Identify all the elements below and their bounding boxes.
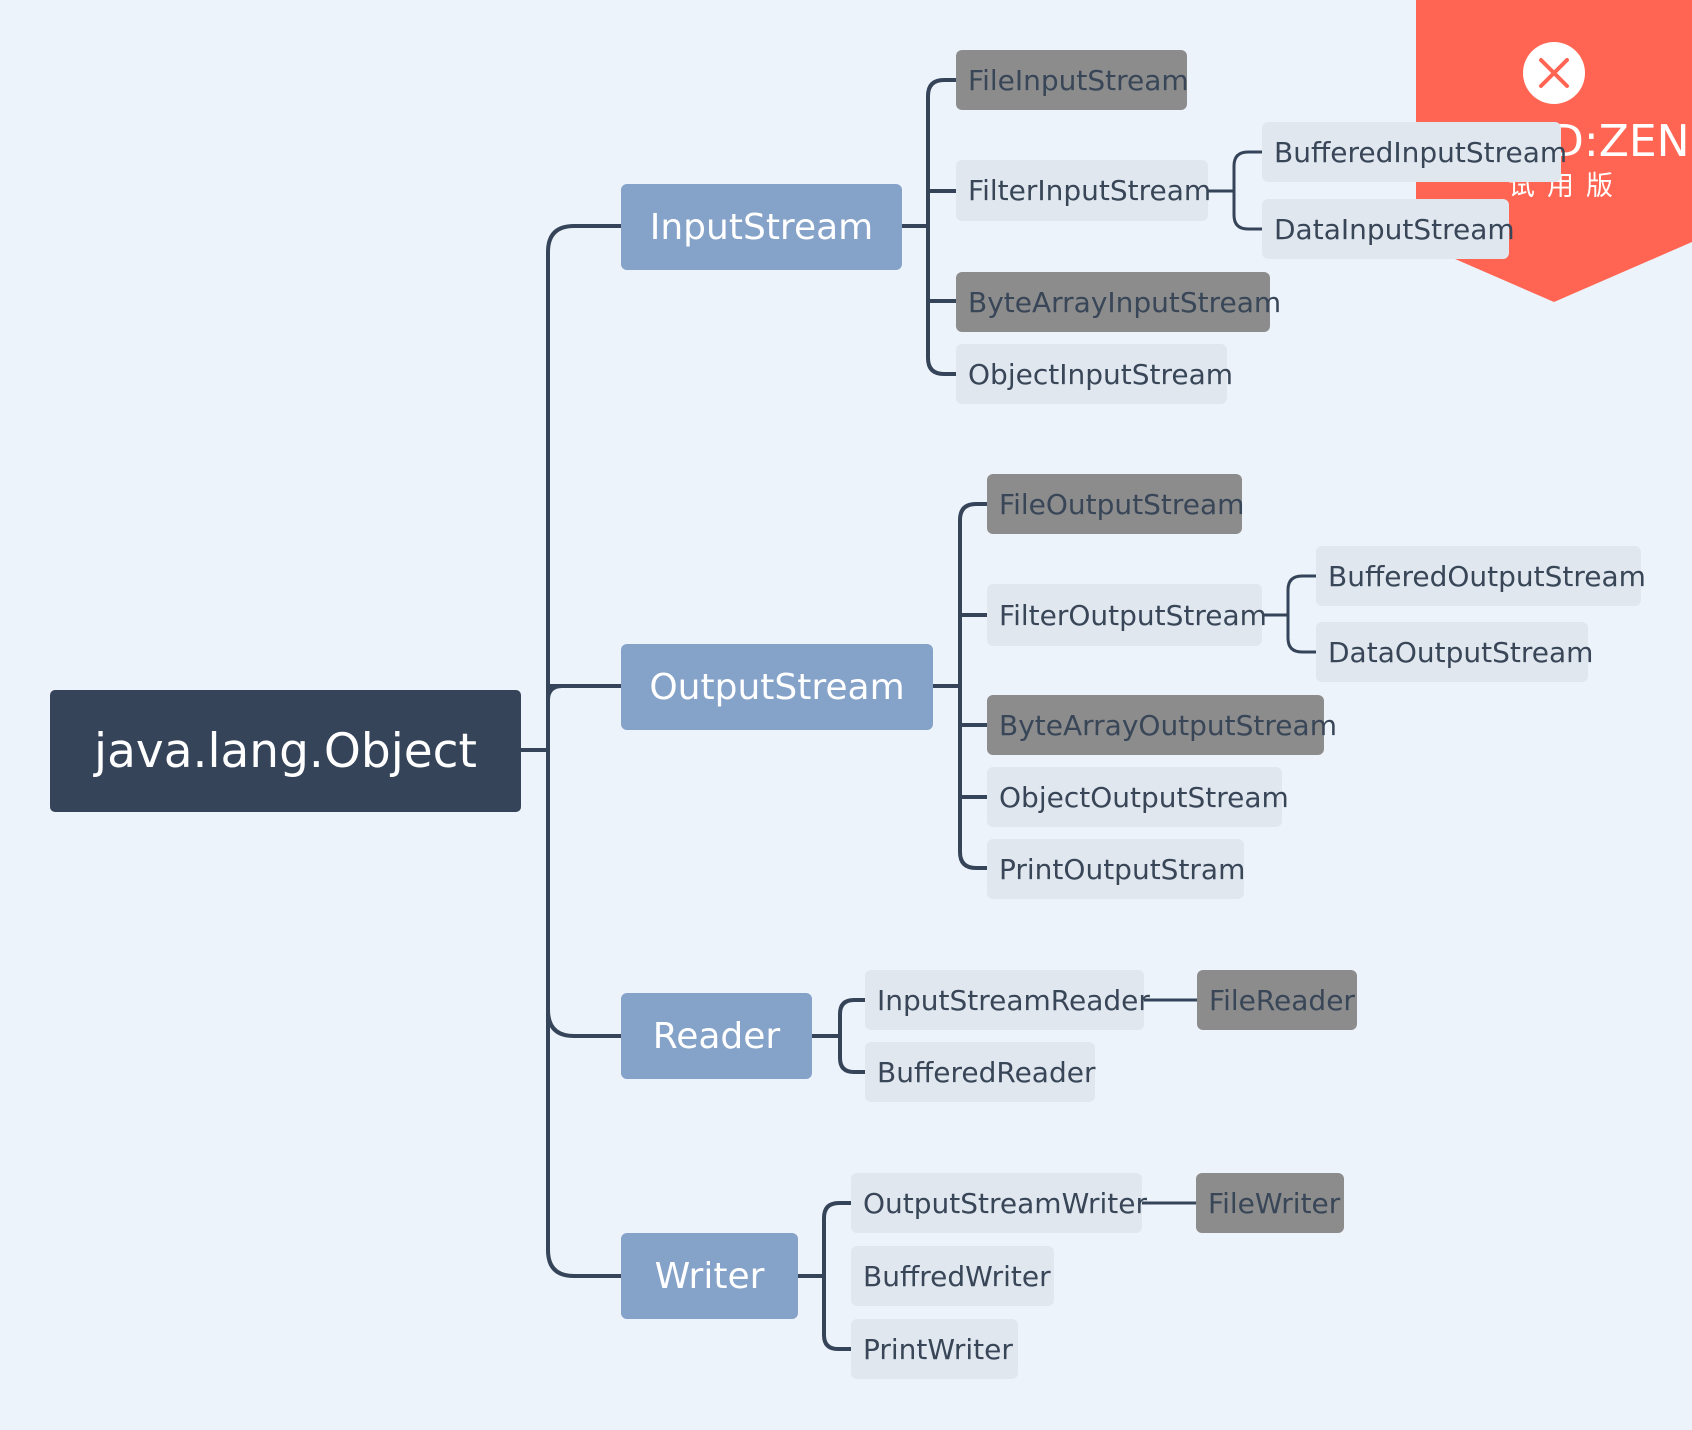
topic-writer-label: Writer [654, 1255, 765, 1297]
subtopic-buffredwriter[interactable]: BuffredWriter [851, 1246, 1054, 1306]
root-topic[interactable]: java.lang.Object [50, 690, 521, 812]
connector-filteroutputstream [1262, 574, 1316, 654]
watermark-brand-text: D:ZEN [1550, 116, 1690, 167]
topic-inputstream[interactable]: InputStream [621, 184, 902, 270]
connector-filterinputstream [1208, 150, 1262, 231]
subtopic-label: FileOutputStream [999, 487, 1245, 521]
subtopic-bytearrayinputstream[interactable]: ByteArrayInputStream [956, 272, 1281, 332]
subtopic-label: InputStreamReader [877, 983, 1150, 1017]
subtopic-bufferedinputstream[interactable]: BufferedInputStream [1262, 122, 1567, 182]
subtopic-objectinputstream[interactable]: ObjectInputStream [956, 344, 1233, 404]
connector-reader [812, 998, 865, 1074]
connector-writer [797, 1201, 851, 1351]
subtopic-bytearrayoutputstream[interactable]: ByteArrayOutputStream [987, 695, 1337, 755]
close-icon [1539, 58, 1569, 88]
root-topic-label: java.lang.Object [94, 723, 477, 779]
subtopic-label: PrintWriter [863, 1332, 1013, 1366]
subtopic-label: FilterOutputStream [999, 598, 1267, 632]
subtopic-fileinputstream[interactable]: FileInputStream [956, 50, 1189, 110]
topic-reader-label: Reader [652, 1015, 781, 1057]
subtopic-filereader[interactable]: FileReader [1197, 970, 1357, 1030]
subtopic-label: ObjectInputStream [968, 357, 1234, 391]
subtopic-label: FilterInputStream [968, 174, 1212, 207]
subtopic-outputstreamwriter[interactable]: OutputStreamWriter [851, 1173, 1147, 1233]
topic-inputstream-label: InputStream [649, 206, 874, 248]
subtopic-bufferedreader[interactable]: BufferedReader [865, 1042, 1095, 1102]
subtopic-label: BuffredWriter [863, 1259, 1051, 1293]
subtopic-inputstreamreader[interactable]: InputStreamReader [865, 970, 1150, 1030]
connector-inputstream [902, 78, 956, 376]
subtopic-bufferedoutputstream[interactable]: BufferedOutputStream [1316, 546, 1646, 606]
subtopic-label: OutputStreamWriter [863, 1186, 1148, 1220]
connector-outputstream [932, 502, 987, 870]
subtopic-filewriter[interactable]: FileWriter [1196, 1173, 1344, 1233]
subtopic-filteroutputstream[interactable]: FilterOutputStream [987, 584, 1267, 646]
subtopic-label: FileReader [1209, 983, 1355, 1017]
subtopic-label: ByteArrayInputStream [968, 285, 1282, 319]
subtopic-filterinputstream[interactable]: FilterInputStream [956, 160, 1212, 221]
subtopic-dataoutputstream[interactable]: DataOutputStream [1316, 622, 1593, 682]
topic-outputstream[interactable]: OutputStream [621, 644, 933, 730]
subtopic-label: DataInputStream [1274, 212, 1515, 246]
subtopic-datainputstream[interactable]: DataInputStream [1262, 199, 1515, 259]
subtopic-printoutputstram[interactable]: PrintOutputStram [987, 839, 1246, 899]
connector-root-main [520, 224, 621, 1278]
subtopic-label: PrintOutputStram [999, 852, 1246, 886]
subtopic-fileoutputstream[interactable]: FileOutputStream [987, 474, 1245, 534]
subtopic-printwriter[interactable]: PrintWriter [851, 1319, 1018, 1379]
subtopic-label: BufferedOutputStream [1328, 559, 1646, 593]
subtopic-label: BufferedInputStream [1274, 135, 1568, 169]
close-watermark-button[interactable] [1523, 42, 1585, 104]
subtopic-objectoutputstream[interactable]: ObjectOutputStream [987, 767, 1289, 827]
subtopic-label: FileInputStream [968, 63, 1189, 97]
subtopic-label: FileWriter [1208, 1186, 1341, 1220]
subtopic-label: BufferedReader [877, 1055, 1096, 1089]
subtopic-label: DataOutputStream [1328, 635, 1594, 669]
subtopic-label: ByteArrayOutputStream [999, 708, 1337, 742]
topic-reader[interactable]: Reader [621, 993, 812, 1079]
subtopic-label: ObjectOutputStream [999, 780, 1289, 814]
topic-outputstream-label: OutputStream [649, 666, 905, 708]
topic-writer[interactable]: Writer [621, 1233, 798, 1319]
